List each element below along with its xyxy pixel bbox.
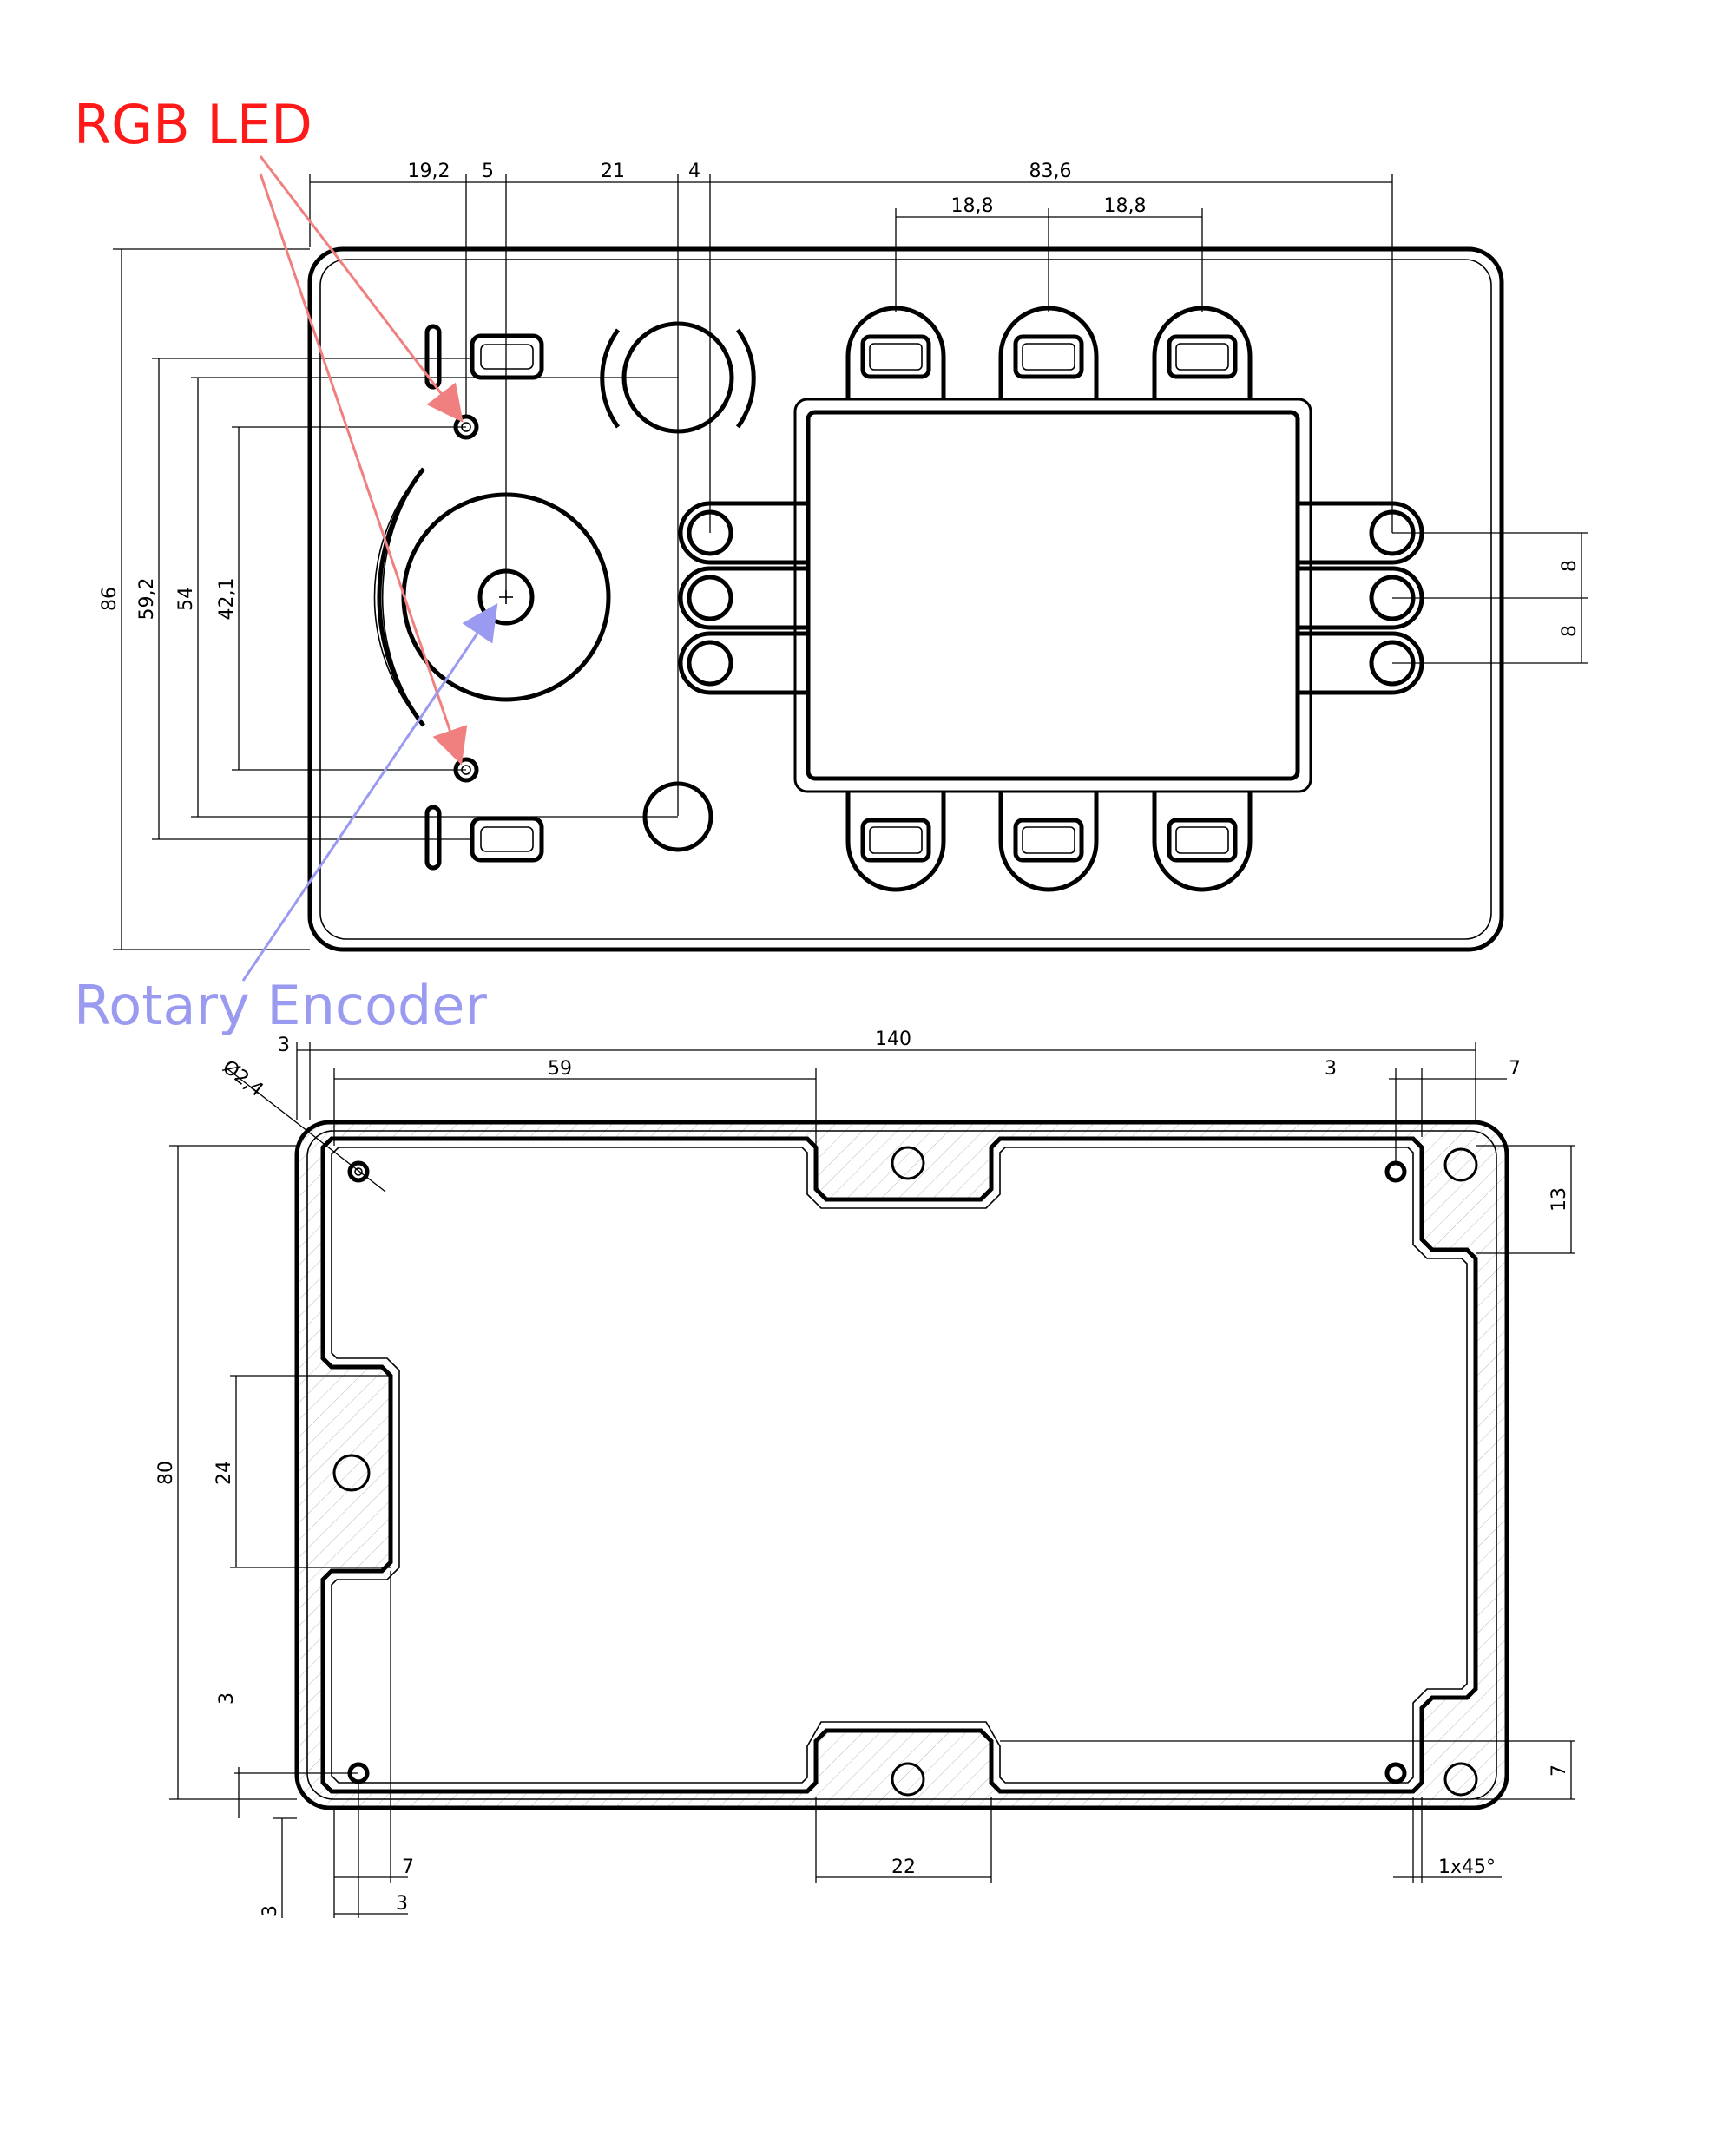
dim-13: 13 <box>1549 1187 1570 1212</box>
dim-7-bottom: 7 <box>402 1856 414 1878</box>
dim-59-2: 59,2 <box>136 578 158 621</box>
dim-83-6: 83,6 <box>1029 161 1072 182</box>
dim-4: 4 <box>688 161 700 182</box>
top-view-dimension-labels: 19,2 5 21 4 83,6 18,8 18,8 86 59,2 54 42… <box>99 161 1581 637</box>
top-plate-inner <box>319 259 1492 940</box>
rgb-led-arrow-top <box>259 155 464 423</box>
left-button-bottom <box>470 816 544 863</box>
bottom-outer-inner-edge <box>306 1130 1497 1800</box>
side-keys-left <box>678 501 808 695</box>
dim-42-1: 42,1 <box>216 578 238 621</box>
softkeys-bottom <box>845 792 1253 892</box>
top-plate-outline <box>307 246 1504 952</box>
annotations <box>241 155 498 982</box>
dim-chamfer: 1x45° <box>1438 1856 1496 1878</box>
encoder-arc-slot <box>377 467 425 727</box>
dim-22: 22 <box>891 1856 916 1878</box>
dim-8-a: 8 <box>1559 560 1581 572</box>
top-view: 19,2 5 21 4 83,6 18,8 18,8 86 59,2 54 42… <box>99 161 1588 952</box>
rotary-encoder-label: Rotary Encoder <box>74 974 487 1037</box>
hole-diameter-leader <box>225 1067 386 1193</box>
display-window <box>806 410 1300 781</box>
dim-54: 54 <box>175 587 197 611</box>
button-arc-left <box>600 328 621 429</box>
display-frame <box>793 398 1312 793</box>
screw-hole-corner-br <box>1443 1762 1478 1797</box>
bottom-view: 3 140 59 3 7 Ø2,4 80 24 3 3 13 7 7 3 22 … <box>155 1028 1575 1918</box>
mount-hole-br <box>1384 1762 1407 1784</box>
dim-140: 140 <box>875 1028 911 1050</box>
dim-7-right: 7 <box>1549 1764 1570 1777</box>
dim-86: 86 <box>99 587 121 611</box>
bottom-outer-outline <box>294 1120 1509 1810</box>
rgb-led-arrow-bottom <box>259 173 468 766</box>
dim-7-top: 7 <box>1509 1058 1521 1080</box>
button-arc-right <box>735 328 756 429</box>
screw-hole-bottom <box>891 1762 925 1797</box>
dim-5: 5 <box>482 161 494 182</box>
bottom-inner-pocket <box>320 1136 1478 1794</box>
dim-21: 21 <box>601 161 625 182</box>
top-view-dimensions <box>113 174 1588 950</box>
mount-hole-tl <box>347 1160 370 1183</box>
dim-3-top: 3 <box>278 1035 290 1056</box>
led-slot-bottom <box>424 805 442 871</box>
dim-59: 59 <box>548 1058 572 1080</box>
screw-hole-left <box>332 1454 371 1492</box>
left-button-top <box>470 333 544 380</box>
dim-80: 80 <box>155 1461 177 1485</box>
dim-3-left: 3 <box>216 1692 238 1705</box>
dim-18-8-b: 18,8 <box>1104 195 1147 217</box>
dim-24: 24 <box>214 1461 235 1485</box>
screw-hole-corner-tr <box>1443 1147 1478 1182</box>
dim-18-8-a: 18,8 <box>951 195 994 217</box>
dim-8-b: 8 <box>1559 625 1581 637</box>
bottom-view-dimensions <box>169 1042 1575 1918</box>
dim-3-bottom: 3 <box>396 1893 408 1915</box>
softkeys-top <box>845 306 1253 399</box>
rotary-encoder-arrow <box>241 603 498 982</box>
rgb-led-label: RGB LED <box>74 93 312 156</box>
screw-hole-top <box>891 1146 925 1180</box>
dim-3-bottom-left: 3 <box>260 1905 281 1917</box>
dim-3-right: 3 <box>1325 1058 1337 1080</box>
dim-19-2: 19,2 <box>408 161 450 182</box>
